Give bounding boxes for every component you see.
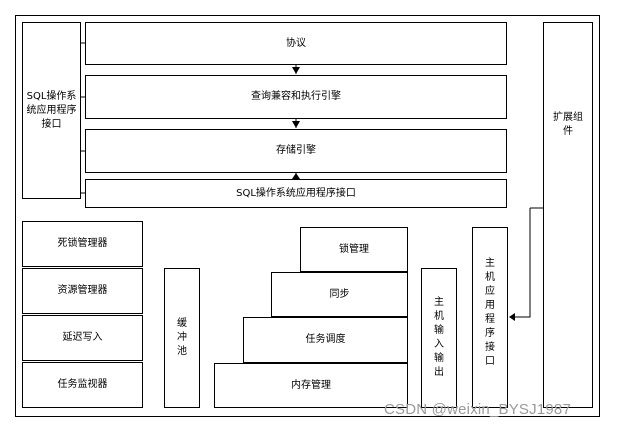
lock-manager-label: 锁管理 — [339, 243, 369, 255]
task-monitor-box: 任务监视器 — [22, 362, 143, 408]
storage-engine-box: 存储引擎 — [85, 129, 507, 173]
host-io-box: 主机输入输出 — [421, 268, 457, 408]
deadlock-manager-label: 死锁管理器 — [57, 238, 108, 249]
extension-box: 扩展组件 — [543, 22, 593, 408]
resource-manager-box: 资源管理器 — [22, 268, 143, 314]
host-api-box: 主机应用程序接口 — [472, 227, 508, 408]
query-engine-box: 查询兼容和执行引擎 — [85, 75, 507, 119]
query-engine-label: 查询兼容和执行引擎 — [251, 91, 341, 102]
protocol-box: 协议 — [85, 22, 507, 65]
lazy-writer-box: 延迟写入 — [22, 315, 143, 361]
lazy-writer-label: 延迟写入 — [62, 332, 103, 343]
memory-manager-label: 内存管理 — [291, 379, 331, 391]
buffer-pool-label: 缓冲池 — [177, 318, 187, 357]
resource-manager-label: 资源管理器 — [57, 285, 108, 296]
extension-label: 扩展组件 — [553, 112, 583, 137]
deadlock-manager-box: 死锁管理器 — [22, 221, 143, 267]
protocol-label: 协议 — [286, 37, 306, 49]
sync-box: 同步 — [271, 272, 408, 317]
storage-engine-label: 存储引擎 — [276, 145, 316, 156]
host-io-label: 主机输入输出 — [434, 297, 444, 378]
scheduling-box: 任务调度 — [243, 317, 408, 363]
watermark: CSDN @weixin_BYSJ1987 — [384, 401, 572, 418]
task-monitor-label: 任务监视器 — [57, 379, 108, 390]
buffer-pool-box: 缓冲池 — [164, 268, 200, 408]
scheduling-label: 任务调度 — [305, 334, 346, 345]
sql-os-api-left-label: SQL操作系统应用程序接口 — [26, 90, 77, 130]
host-api-label: 主机应用程序接口 — [485, 257, 495, 367]
lock-manager-box: 锁管理 — [300, 227, 408, 272]
sql-os-api-bottom-box: SQL操作系统应用程序接口 — [85, 179, 507, 208]
sql-os-api-bottom-label: SQL操作系统应用程序接口 — [236, 187, 356, 199]
memory-manager-box: 内存管理 — [214, 363, 408, 408]
sync-label: 同步 — [329, 288, 350, 300]
sql-os-api-left: SQL操作系统应用程序接口 — [22, 22, 81, 199]
